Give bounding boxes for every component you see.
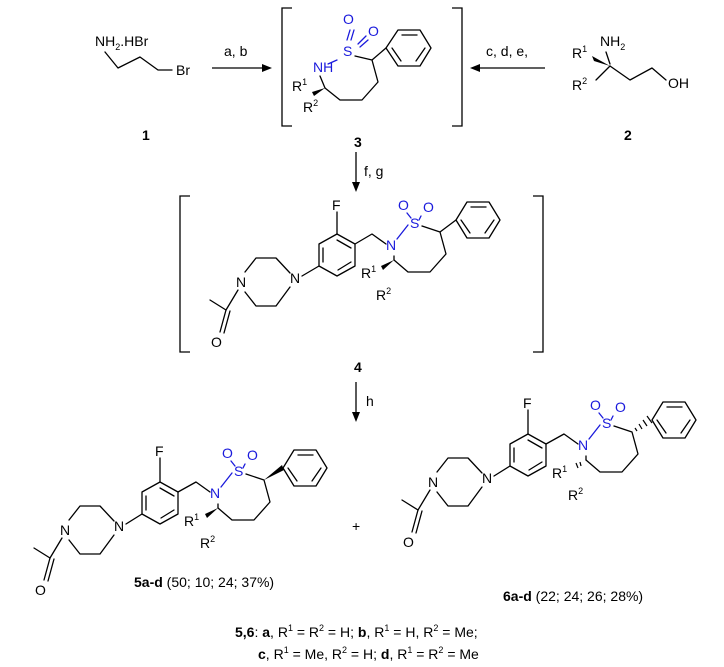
- svg-text:R2: R2: [572, 76, 587, 93]
- svg-text:S: S: [410, 215, 419, 231]
- svg-text:R1: R1: [572, 44, 587, 61]
- caption-line-2: c, R1 = Me, R2 = H; d, R1 = R2 = Me: [258, 645, 479, 662]
- c3-nh: NH: [313, 59, 333, 75]
- svg-text:O: O: [247, 447, 258, 463]
- compound-3-structure: O O S NH R1 R2 3: [281, 7, 463, 150]
- svg-text:R1: R1: [552, 464, 567, 481]
- svg-text:OH: OH: [668, 75, 689, 91]
- c1-amine-label: NH2.HBr: [95, 33, 149, 52]
- svg-text:N: N: [428, 474, 438, 490]
- compound-2-label: 2: [624, 127, 632, 143]
- svg-text:O: O: [35, 582, 46, 598]
- compound-1-label: 1: [142, 127, 150, 143]
- reagents-ab: a, b: [224, 43, 248, 59]
- svg-text:N: N: [60, 522, 70, 538]
- svg-text:O: O: [398, 197, 409, 213]
- svg-text:F: F: [523, 395, 532, 411]
- svg-text:O: O: [343, 11, 354, 27]
- arrow-h: h: [352, 382, 374, 422]
- svg-text:N: N: [482, 470, 492, 486]
- svg-text:R1: R1: [292, 77, 307, 94]
- svg-text:R2: R2: [200, 534, 215, 551]
- svg-text:R2: R2: [568, 486, 583, 503]
- compound-5-label: 5a-d (50; 10; 24; 37%): [134, 574, 274, 590]
- c1-bromine-label: Br: [176, 62, 190, 78]
- svg-text:N: N: [114, 518, 124, 534]
- svg-text:O: O: [368, 23, 379, 39]
- svg-text:N: N: [290, 270, 300, 286]
- compound-4-structure: F N N N O S O O R1 R2 4: [179, 195, 544, 375]
- svg-text:NH2: NH2: [600, 33, 625, 52]
- reagents-fg: f, g: [364, 163, 383, 179]
- plus-sign: +: [352, 518, 360, 534]
- svg-text:O: O: [590, 397, 601, 413]
- svg-text:O: O: [222, 445, 233, 461]
- svg-text:F: F: [332, 197, 341, 213]
- reagents-cde: c, d, e,: [486, 43, 528, 59]
- c3-sulfur: S: [343, 43, 352, 59]
- compound-2-structure: NH2 R1 R2 OH 2: [572, 33, 689, 143]
- svg-text:R2: R2: [376, 286, 391, 303]
- svg-text:S: S: [602, 415, 611, 431]
- arrow-ab: a, b: [212, 43, 272, 72]
- caption-line-1: 5,6: a, R1 = R2 = H; b, R1 = H, R2 = Me;: [235, 623, 478, 640]
- svg-text:N: N: [210, 485, 220, 501]
- arrow-cde: c, d, e,: [470, 43, 545, 72]
- reagents-h: h: [366, 393, 374, 409]
- svg-text:R1: R1: [184, 512, 199, 529]
- svg-text:N: N: [386, 237, 396, 253]
- svg-text:O: O: [211, 334, 222, 350]
- svg-text:F: F: [155, 443, 164, 459]
- svg-text:O: O: [403, 534, 414, 550]
- svg-text:S: S: [234, 463, 243, 479]
- svg-text:N: N: [578, 437, 588, 453]
- arrow-fg: f, g: [352, 152, 383, 192]
- compound-1-structure: NH2.HBr Br 1: [95, 33, 190, 143]
- svg-text:R1: R1: [361, 264, 376, 281]
- compound-6-structure: F N N N O S O O R1 R2 6a-d (22; 24;: [401, 395, 697, 604]
- compound-6-label: 6a-d (22; 24; 26; 28%): [503, 588, 643, 604]
- svg-text:R2: R2: [303, 98, 318, 115]
- svg-text:N: N: [236, 274, 246, 290]
- compound-4-label: 4: [354, 359, 362, 375]
- compound-3-label: 3: [354, 134, 362, 150]
- svg-text:O: O: [615, 399, 626, 415]
- svg-text:O: O: [423, 199, 434, 215]
- compound-5-structure: F N N N O S O O R1 R2 5a-d (50; 10; 24; …: [33, 443, 328, 598]
